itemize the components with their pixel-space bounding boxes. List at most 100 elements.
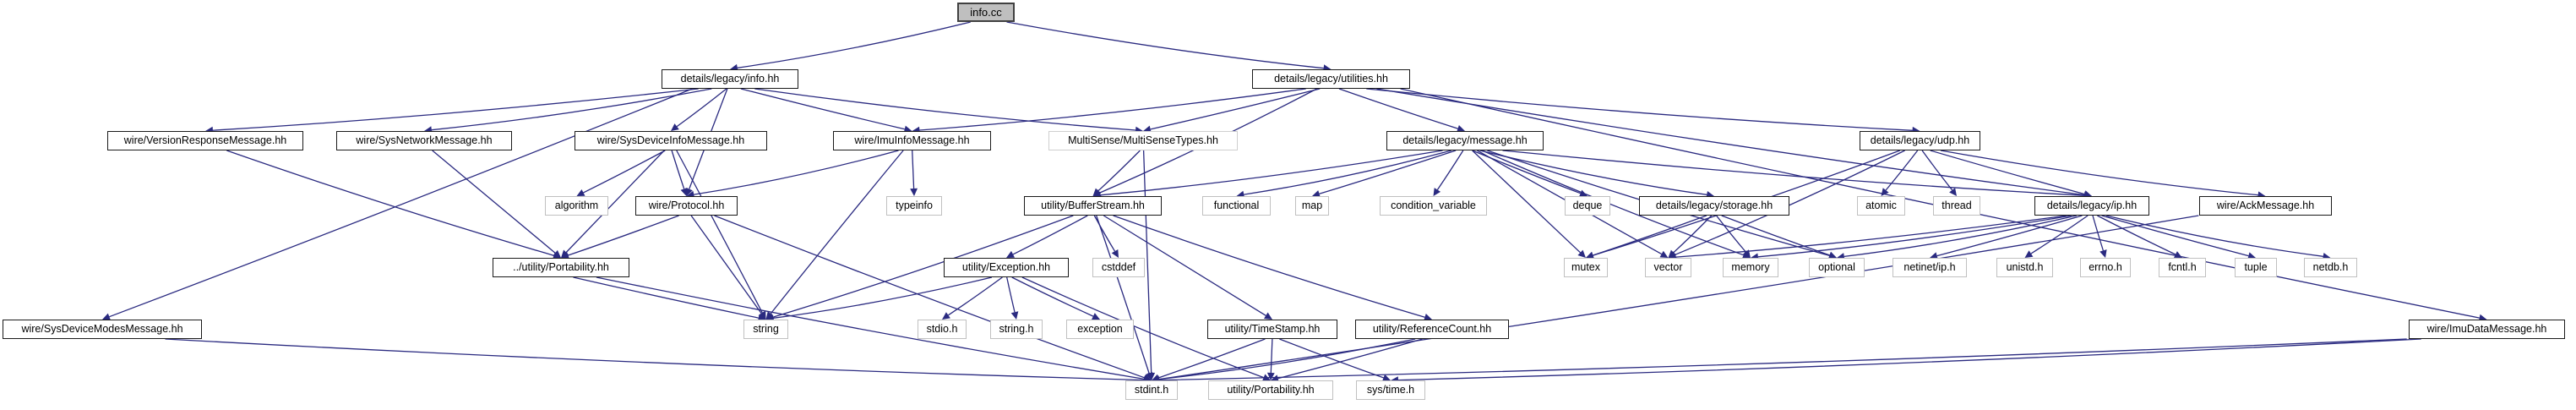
graph-node-netinet-ip-h[interactable]: netinet/ip.h bbox=[1893, 258, 1967, 277]
graph-edge-arrowhead bbox=[1881, 188, 1889, 196]
graph-node-netdb-h[interactable]: netdb.h bbox=[2304, 258, 2357, 277]
graph-node-versionresponse-hh[interactable]: wire/VersionResponseMessage.hh bbox=[107, 131, 303, 150]
graph-edge bbox=[1930, 150, 2085, 195]
graph-node-bufferstream-hh[interactable]: utility/BufferStream.hh bbox=[1024, 196, 1162, 216]
graph-node-label: thread bbox=[1942, 200, 1972, 212]
graph-edge bbox=[948, 276, 1003, 316]
graph-edge bbox=[1319, 150, 1457, 194]
graph-node-sysdevicemodes-hh[interactable]: wire/SysDeviceModesMessage.hh bbox=[3, 320, 202, 339]
graph-node-portability-up-hh[interactable]: ../utility/Portability.hh bbox=[493, 258, 629, 277]
graph-node-label: typeinfo bbox=[896, 200, 933, 212]
graph-node-memory[interactable]: memory bbox=[1723, 258, 1778, 277]
graph-node-functional[interactable]: functional bbox=[1202, 196, 1271, 216]
graph-node-label: details/legacy/ip.hh bbox=[2046, 200, 2138, 212]
graph-edge bbox=[1844, 215, 2078, 258]
graph-edge bbox=[912, 150, 915, 189]
graph-node-label: memory bbox=[1731, 261, 1770, 274]
graph-node-label: utility/BufferStream.hh bbox=[1041, 200, 1145, 212]
graph-edge bbox=[690, 215, 762, 314]
graph-node-deque[interactable]: deque bbox=[1565, 196, 1610, 216]
graph-edge-arrowhead bbox=[1147, 372, 1156, 380]
graph-node-ackmessage-hh[interactable]: wire/AckMessage.hh bbox=[2199, 196, 2332, 216]
graph-node-mutex[interactable]: mutex bbox=[1564, 258, 1608, 277]
graph-node-unistd-h[interactable]: unistd.h bbox=[1996, 258, 2053, 277]
graph-edge bbox=[1006, 276, 1016, 313]
graph-edge-arrowhead bbox=[671, 123, 679, 131]
graph-node-thread[interactable]: thread bbox=[1933, 196, 1980, 216]
graph-node-referencecount-hh[interactable]: utility/ReferenceCount.hh bbox=[1355, 320, 1509, 339]
graph-node-imudatamessage-hh[interactable]: wire/ImuDataMessage.hh bbox=[2409, 320, 2565, 339]
graph-edge-arrowhead bbox=[576, 189, 585, 196]
graph-node-info-cc[interactable]: info.cc bbox=[957, 3, 1015, 22]
graph-node-typeinfo[interactable]: typeinfo bbox=[886, 196, 942, 216]
graph-node-exception-hh[interactable]: utility/Exception.hh bbox=[944, 258, 1069, 277]
graph-node-legacy-storage-hh[interactable]: details/legacy/storage.hh bbox=[1639, 196, 1789, 216]
graph-node-exception[interactable]: exception bbox=[1066, 320, 1134, 339]
graph-edge-arrowhead bbox=[765, 311, 774, 320]
graph-node-label: unistd.h bbox=[2006, 261, 2044, 274]
graph-node-label: algorithm bbox=[554, 200, 599, 212]
graph-edge bbox=[1012, 215, 1088, 255]
graph-node-portability-hh[interactable]: utility/Portability.hh bbox=[1208, 380, 1333, 400]
graph-edge bbox=[1675, 215, 2067, 258]
graph-node-label: wire/SysNetworkMessage.hh bbox=[356, 134, 493, 147]
graph-node-optional[interactable]: optional bbox=[1809, 258, 1865, 277]
graph-node-timestamp-hh[interactable]: utility/TimeStamp.hh bbox=[1207, 320, 1337, 339]
graph-node-legacy-udp-hh[interactable]: details/legacy/udp.hh bbox=[1860, 131, 1980, 150]
graph-node-label: netdb.h bbox=[2312, 261, 2349, 274]
graph-node-legacy-ip-hh[interactable]: details/legacy/ip.hh bbox=[2034, 196, 2149, 216]
graph-node-sysdeviceinfo-hh[interactable]: wire/SysDeviceInfoMessage.hh bbox=[575, 131, 767, 150]
graph-edge bbox=[1757, 215, 2072, 258]
graph-node-string-h[interactable]: string.h bbox=[990, 320, 1043, 339]
graph-edge-arrowhead bbox=[759, 311, 766, 320]
graph-node-legacy-message-hh[interactable]: details/legacy/message.hh bbox=[1386, 131, 1544, 150]
graph-node-label: map bbox=[1301, 200, 1323, 212]
graph-node-legacy-info-hh[interactable]: details/legacy/info.hh bbox=[662, 69, 798, 89]
graph-edge bbox=[1277, 338, 1423, 380]
graph-edge bbox=[737, 21, 971, 68]
graph-edge bbox=[1338, 88, 1458, 129]
graph-node-fcntl-h[interactable]: fcntl.h bbox=[2159, 258, 2206, 277]
graph-node-errno-h[interactable]: errno.h bbox=[2080, 258, 2131, 277]
graph-node-label: details/legacy/utilities.hh bbox=[1274, 73, 1388, 85]
graph-node-legacy-utilities-hh[interactable]: details/legacy/utilities.hh bbox=[1252, 69, 1410, 89]
graph-edge bbox=[1673, 215, 1713, 254]
graph-node-atomic[interactable]: atomic bbox=[1857, 196, 1905, 216]
graph-node-label: errno.h bbox=[2089, 261, 2122, 274]
graph-node-multisensetypes-hh[interactable]: MultiSense/MultiSenseTypes.hh bbox=[1048, 131, 1238, 150]
graph-edge bbox=[1716, 215, 1746, 253]
graph-node-map[interactable]: map bbox=[1295, 196, 1329, 216]
graph-edge bbox=[1244, 150, 1451, 195]
graph-node-label: wire/VersionResponseMessage.hh bbox=[123, 134, 287, 147]
graph-edge bbox=[1006, 21, 1324, 69]
graph-node-imuinfo-hh[interactable]: wire/ImuInfoMessage.hh bbox=[833, 131, 991, 150]
graph-edge bbox=[1097, 150, 1141, 192]
graph-edge-arrowhead bbox=[1577, 249, 1586, 258]
graph-node-cstddef[interactable]: cstddef bbox=[1092, 258, 1145, 277]
graph-node-string[interactable]: string bbox=[743, 320, 788, 339]
graph-edge-arrowhead bbox=[680, 188, 688, 196]
graph-node-sysnetwork-hh[interactable]: wire/SysNetworkMessage.hh bbox=[336, 131, 512, 150]
graph-edge bbox=[1479, 150, 1707, 195]
graph-edge bbox=[1113, 215, 1425, 318]
graph-edge bbox=[431, 88, 712, 131]
graph-node-label: wire/ImuInfoMessage.hh bbox=[854, 134, 970, 147]
graph-edge bbox=[573, 276, 759, 319]
graph-edge-arrowhead bbox=[1092, 313, 1100, 320]
graph-node-label: stdint.h bbox=[1134, 384, 1169, 396]
graph-node-label: mutex bbox=[1571, 261, 1601, 274]
graph-node-condition-variable[interactable]: condition_variable bbox=[1380, 196, 1487, 216]
graph-edge-arrowhead bbox=[1266, 372, 1275, 380]
graph-node-tuple[interactable]: tuple bbox=[2235, 258, 2277, 277]
graph-node-stdint-h[interactable]: stdint.h bbox=[1125, 380, 1178, 400]
graph-edge bbox=[1593, 215, 1707, 256]
graph-edge-arrowhead bbox=[1433, 188, 1441, 196]
graph-node-algorithm[interactable]: algorithm bbox=[545, 196, 608, 216]
graph-node-protocol-hh[interactable]: wire/Protocol.hh bbox=[635, 196, 738, 216]
graph-edge-arrowhead bbox=[1092, 189, 1102, 197]
graph-node-label: vector bbox=[1653, 261, 1683, 274]
graph-node-label: utility/ReferenceCount.hh bbox=[1372, 323, 1492, 336]
graph-node-vector[interactable]: vector bbox=[1645, 258, 1691, 277]
graph-node-stdio-h[interactable]: stdio.h bbox=[918, 320, 967, 339]
graph-node-sys-time-h[interactable]: sys/time.h bbox=[1356, 380, 1425, 400]
